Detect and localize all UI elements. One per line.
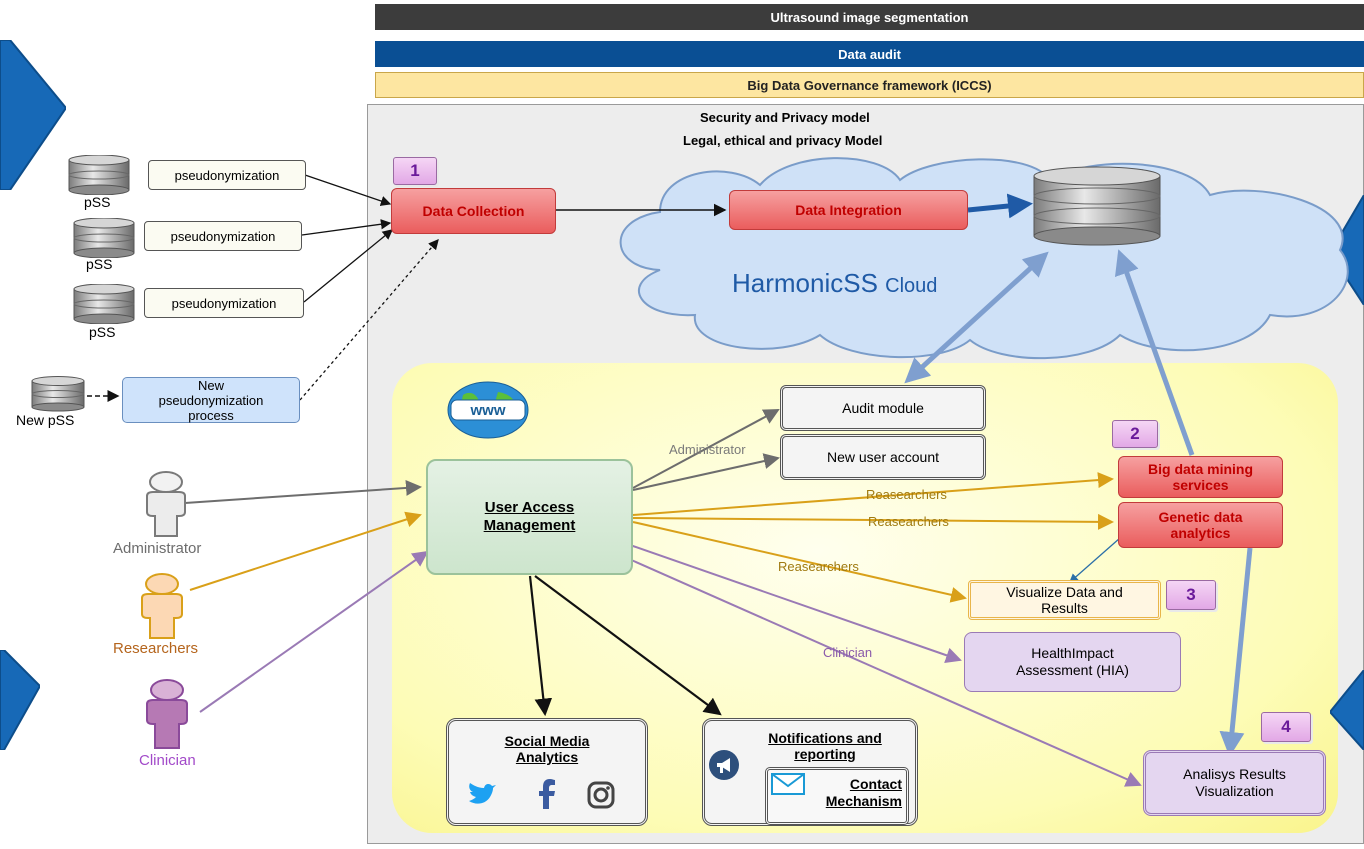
data-audit-label: Data audit <box>838 46 901 62</box>
health-impact-assessment-box[interactable]: HealthImpact Assessment (HIA) <box>964 632 1181 692</box>
researchers-label: Researchers <box>113 640 199 657</box>
administrator-label: Administrator <box>113 540 202 557</box>
new-process-line-2: pseudonymization <box>158 392 264 408</box>
pss-database-icon-2 <box>73 218 135 258</box>
megaphone-icon <box>709 750 739 780</box>
governance-label: Big Data Governance framework (ICCS) <box>747 77 992 93</box>
facebook-icon[interactable] <box>535 779 559 809</box>
social-title: Social Media Analytics <box>449 733 645 765</box>
clinician-label: Clinician <box>139 752 196 769</box>
clinician-figure-icon <box>146 679 188 749</box>
chevron-bottom-left-icon <box>0 650 40 750</box>
step-badge-1: 1 <box>393 157 437 185</box>
pss-label-3: pSS <box>89 324 116 340</box>
social-line-2: Analytics <box>515 749 579 765</box>
central-database-icon <box>1033 166 1161 246</box>
big-data-mining-box[interactable]: Big data mining services <box>1118 456 1283 498</box>
step-badge-2: 2 <box>1112 420 1158 448</box>
edge-label-administrator: Administrator <box>669 442 746 457</box>
notif-line-2: reporting <box>794 746 856 762</box>
visualize-data-box[interactable]: Visualize Data and Results <box>968 580 1161 620</box>
chevron-bottom-right-icon <box>1330 670 1364 750</box>
contact-line-1: Contact <box>849 776 902 792</box>
notif-line-1: Notifications and <box>768 730 882 746</box>
envelope-icon <box>771 773 805 795</box>
user-access-management-box[interactable]: User Access Management <box>426 459 633 575</box>
uam-line-1: User Access <box>484 499 575 516</box>
cloud-name: HarmonicSS <box>732 268 878 298</box>
pseudonymization-box-3: pseudonymization <box>144 288 304 318</box>
genetic-data-analytics-box[interactable]: Genetic data analytics <box>1118 502 1283 548</box>
big-data-line-2: services <box>1172 477 1229 493</box>
new-pss-label: New pSS <box>16 412 75 428</box>
uam-line-2: Management <box>483 517 576 534</box>
pseudonymization-box-1: pseudonymization <box>148 160 306 190</box>
contact-mechanism-box[interactable]: Contact Mechanism <box>765 767 909 825</box>
edge-label-researchers-2: Reasearchers <box>868 514 949 529</box>
data-audit-bar: Data audit <box>375 41 1364 67</box>
edge-label-researchers-3: Reasearchers <box>778 559 859 574</box>
contact-title: Contact Mechanism <box>826 776 902 810</box>
contact-line-2: Mechanism <box>825 793 902 809</box>
notifications-title: Notifications and reporting <box>735 730 915 762</box>
legal-model-title: Legal, ethical and privacy Model <box>683 133 883 148</box>
pseudonymization-box-2: pseudonymization <box>144 221 302 251</box>
social-media-analytics-box[interactable]: Social Media Analytics <box>446 718 648 826</box>
pss-label-2: pSS <box>86 256 113 272</box>
new-pseudonymization-process-box: New pseudonymization process <box>122 377 300 423</box>
genetic-line-1: Genetic data <box>1158 509 1243 525</box>
www-globe-icon: www <box>447 381 529 439</box>
notifications-reporting-box[interactable]: Notifications and reporting Contact Mech… <box>702 718 918 826</box>
administrator-figure-icon <box>146 471 186 537</box>
new-pss-database-icon <box>31 376 85 412</box>
ultrasound-segmentation-bar: Ultrasound image segmentation <box>375 4 1364 30</box>
pss-label-1: pSS <box>84 194 111 210</box>
new-process-line-3: process <box>188 407 234 423</box>
chevron-top-left-icon <box>0 40 66 190</box>
hia-line-1: HealthImpact <box>1031 645 1114 661</box>
www-text: www <box>469 402 505 419</box>
social-line-1: Social Media <box>504 733 590 749</box>
step-badge-3: 3 <box>1166 580 1216 610</box>
data-integration-box: Data Integration <box>729 190 968 230</box>
analysis-line-1: Analisys Results <box>1183 766 1286 782</box>
twitter-icon[interactable] <box>467 783 497 809</box>
analysis-line-2: Visualization <box>1195 783 1274 799</box>
analysis-results-box[interactable]: Analisys Results Visualization <box>1143 750 1326 816</box>
hia-line-2: Assessment (HIA) <box>1016 662 1129 678</box>
audit-module-box[interactable]: Audit module <box>780 385 986 431</box>
ultrasound-segmentation-label: Ultrasound image segmentation <box>770 9 969 25</box>
pss-database-icon-3 <box>73 284 135 324</box>
governance-bar: Big Data Governance framework (ICCS) <box>375 72 1364 98</box>
step-badge-4: 4 <box>1261 712 1311 742</box>
edge-label-clinician: Clinician <box>823 645 873 660</box>
instagram-icon[interactable] <box>587 781 615 809</box>
visualize-line-2: Results <box>1041 600 1088 616</box>
security-model-title: Security and Privacy model <box>700 110 870 125</box>
data-collection-box: Data Collection <box>391 188 556 234</box>
researcher-figure-icon <box>141 573 183 639</box>
visualize-line-1: Visualize Data and <box>1006 584 1123 600</box>
big-data-line-1: Big data mining <box>1148 461 1253 477</box>
edge-label-researchers-1: Reasearchers <box>866 487 947 502</box>
new-process-line-1: New <box>197 377 224 393</box>
new-user-account-box[interactable]: New user account <box>780 434 986 480</box>
pss-database-icon-1 <box>68 155 130 195</box>
genetic-line-2: analytics <box>1170 525 1231 541</box>
